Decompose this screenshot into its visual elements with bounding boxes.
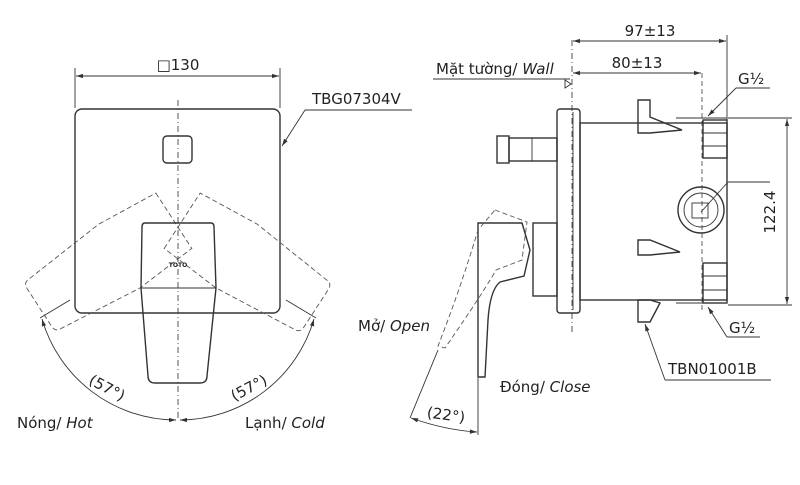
extension-line bbox=[409, 349, 439, 419]
inlet-fitting-top bbox=[676, 117, 728, 159]
cold-angle-arc bbox=[179, 318, 315, 423]
hot-label-en: Hot bbox=[66, 414, 93, 432]
wall-marker-icon bbox=[564, 79, 572, 89]
side-view: Mặt tường/ Wall 97±13 80±13 bbox=[358, 22, 792, 435]
cold-angle-label: (57°) bbox=[228, 371, 270, 405]
leader-line bbox=[707, 87, 737, 117]
total-depth-label: 97±13 bbox=[625, 22, 676, 40]
diverter-knob bbox=[496, 135, 510, 164]
mount-bracket-bottom bbox=[637, 299, 662, 323]
hot-angle-arc bbox=[41, 318, 177, 423]
leader-line bbox=[707, 306, 728, 338]
wall-label-vi: Mặt tường/ bbox=[436, 60, 518, 78]
handle-angle-arc bbox=[410, 417, 478, 434]
cover-part-code: TBG07304V bbox=[311, 90, 402, 108]
inlet-fitting-bottom bbox=[676, 262, 728, 304]
cold-label-vi: Lạnh/ bbox=[245, 414, 288, 432]
cold-label: Lạnh/ Cold bbox=[245, 414, 325, 432]
open-label-vi: Mở/ bbox=[358, 317, 386, 335]
close-label: Đóng/ Close bbox=[500, 378, 591, 396]
cover-plate bbox=[74, 108, 281, 314]
wall-label-en: Wall bbox=[522, 60, 554, 78]
handle-cold-position bbox=[163, 192, 331, 332]
body-part-code: TBN01001B bbox=[667, 360, 757, 378]
open-label-en: Open bbox=[390, 317, 430, 335]
handle-angle-label: (22°) bbox=[426, 403, 466, 426]
leader-line bbox=[644, 323, 666, 381]
width-dimension-label: □130 bbox=[157, 56, 200, 74]
hot-angle-label: (57°) bbox=[86, 371, 128, 405]
wall-label: Mặt tường/ Wall bbox=[436, 60, 555, 78]
lever-side-closed bbox=[477, 222, 531, 378]
toto-logo: TOTO bbox=[169, 262, 187, 269]
lever-handle bbox=[140, 222, 217, 384]
mount-bracket-middle bbox=[637, 239, 681, 256]
close-label-vi: Đóng/ bbox=[500, 378, 546, 396]
diverter-stem bbox=[508, 137, 558, 162]
thread-bottom-label: G½ bbox=[729, 319, 755, 337]
handle-hub bbox=[532, 222, 558, 297]
thread-top-label: G½ bbox=[738, 70, 764, 88]
outlet-port bbox=[677, 181, 770, 234]
height-dimension-label: 122.4 bbox=[761, 191, 779, 234]
lever-side-open bbox=[437, 209, 528, 349]
leader-line bbox=[281, 109, 306, 147]
wall-plate bbox=[556, 108, 581, 314]
depth-label: 80±13 bbox=[612, 54, 663, 72]
cold-label-en: Cold bbox=[291, 414, 325, 432]
close-label-en: Close bbox=[550, 378, 591, 396]
hot-label: Nóng/ Hot bbox=[17, 414, 94, 432]
front-view: □130 TOTO (57°) (57°) Nóng/ Hot Lạnh/ Co… bbox=[17, 56, 412, 432]
valve-body bbox=[579, 122, 728, 301]
extension-line bbox=[285, 299, 317, 319]
diverter-button bbox=[162, 135, 193, 164]
extension-line bbox=[39, 299, 71, 319]
hot-label-vi: Nóng/ bbox=[17, 414, 62, 432]
open-label: Mở/ Open bbox=[358, 317, 430, 335]
mount-bracket-top bbox=[637, 99, 683, 134]
